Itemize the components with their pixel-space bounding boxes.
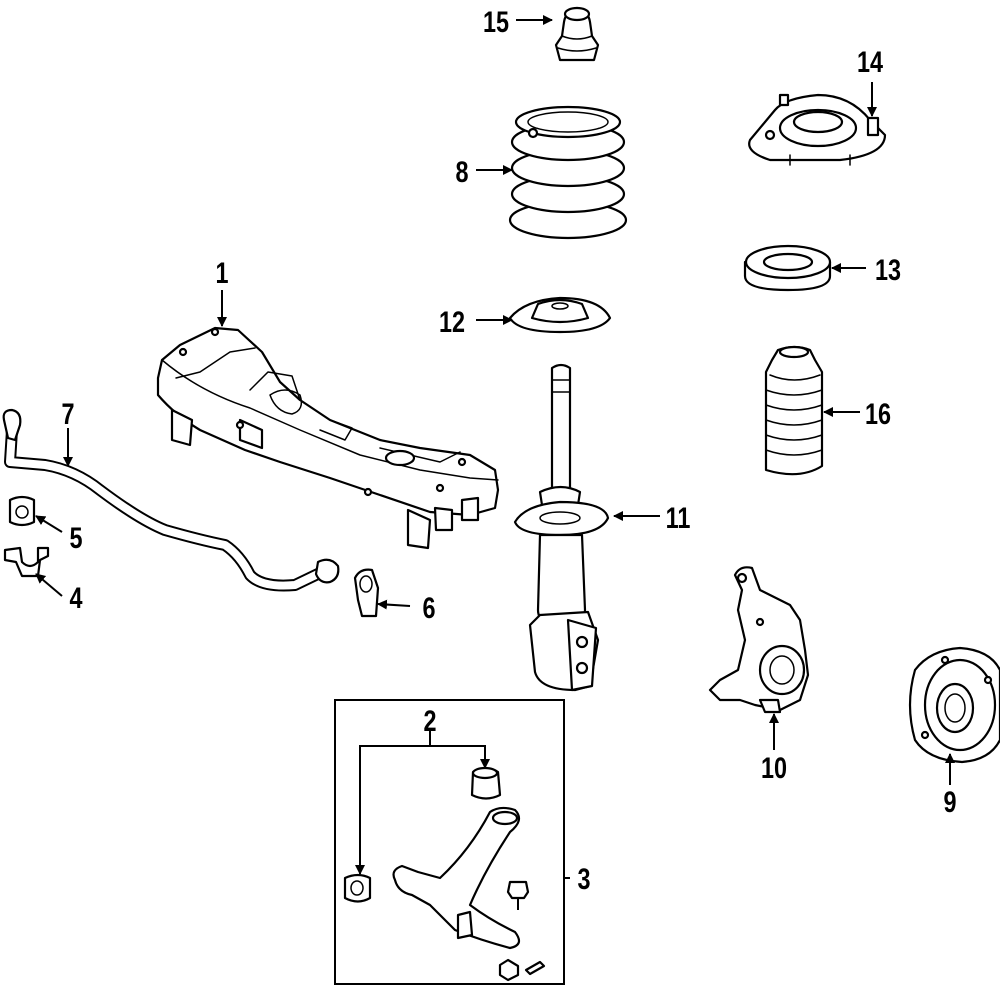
part-16-dust-boot bbox=[764, 345, 824, 476]
part-11-strut-assembly bbox=[513, 363, 610, 692]
callout-6: 6 bbox=[422, 591, 435, 624]
callout-3: 3 bbox=[577, 862, 590, 895]
part-15-bump-stop bbox=[554, 6, 600, 62]
callout-2: 2 bbox=[423, 704, 436, 737]
part-4-stabilizer-bracket bbox=[3, 546, 50, 578]
part-7-stabilizer-bar bbox=[2, 408, 340, 592]
callout-arrows bbox=[35, 15, 955, 879]
part-6-stabilizer-link bbox=[353, 568, 380, 618]
callout-10: 10 bbox=[761, 751, 787, 784]
part-12-lower-insulator bbox=[508, 296, 612, 334]
callout-4: 4 bbox=[69, 581, 82, 614]
callout-11: 11 bbox=[666, 501, 691, 534]
callout-15: 15 bbox=[483, 5, 509, 38]
part-5-stabilizer-bushing bbox=[8, 495, 36, 527]
callout-16: 16 bbox=[865, 397, 891, 430]
part-8-coil-spring bbox=[508, 105, 628, 240]
callout-7: 7 bbox=[61, 397, 74, 430]
callout-1: 1 bbox=[215, 256, 228, 289]
callout-14: 14 bbox=[857, 45, 883, 78]
part-1-crossmember bbox=[156, 326, 500, 550]
callout-5: 5 bbox=[69, 521, 82, 554]
callout-8: 8 bbox=[455, 155, 468, 188]
part-13-spring-seat bbox=[743, 244, 832, 292]
part-3-lower-control-arm bbox=[392, 806, 546, 982]
part-9-wheel-hub bbox=[908, 646, 1000, 764]
lower-arm-group-box bbox=[334, 699, 565, 985]
callout-9: 9 bbox=[943, 785, 956, 818]
part-10-steering-knuckle bbox=[708, 566, 810, 714]
part-14-strut-mount bbox=[748, 93, 887, 166]
part-2-control-arm-bushing bbox=[343, 766, 502, 903]
callout-13: 13 bbox=[875, 253, 901, 286]
callout-12: 12 bbox=[439, 305, 465, 338]
